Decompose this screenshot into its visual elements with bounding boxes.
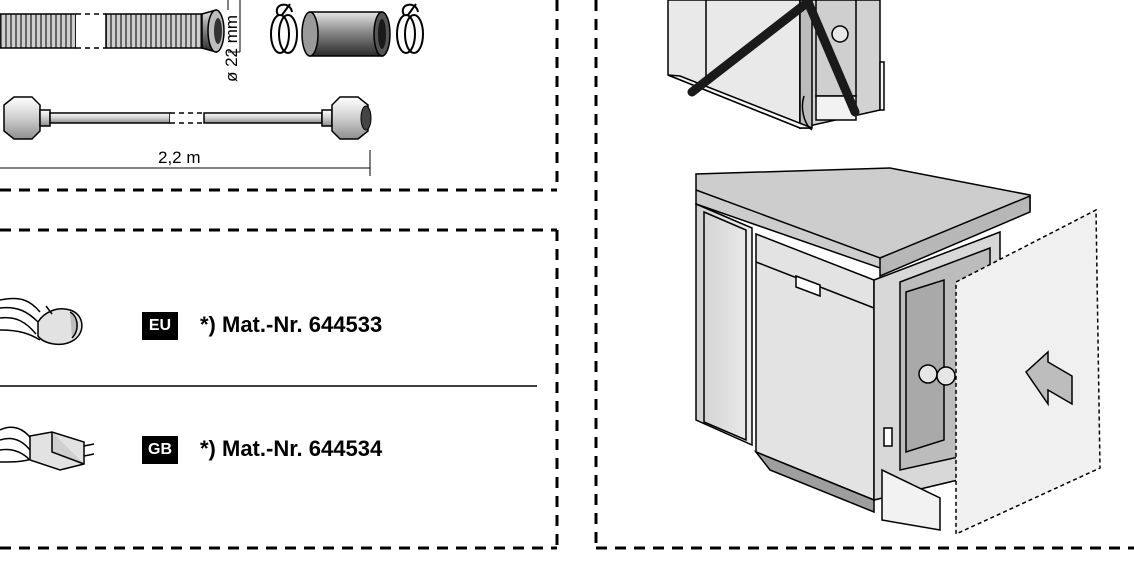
drain-hose-illustration <box>0 0 241 53</box>
eu-power-cord-illustration <box>0 297 83 346</box>
length-label: 2,2 m <box>158 148 201 167</box>
dashed-frames <box>0 0 1134 550</box>
mat-number-eu: *) Mat.-Nr. 644533 <box>200 312 383 337</box>
dishwasher-lever-illustration <box>667 0 885 131</box>
hose-clamps <box>270 3 424 54</box>
mat-number-gb: *) Mat.-Nr. 644534 <box>200 436 383 461</box>
region-badge-eu: EU <box>142 312 178 340</box>
insert-arrow-icon <box>1025 350 1073 407</box>
region-badge-gb: GB <box>142 436 178 464</box>
hose-connector-sleeve <box>301 11 391 57</box>
supply-hose-illustration <box>0 96 372 176</box>
gb-power-cord-illustration <box>0 426 95 471</box>
diameter-label: ø 22 mm <box>222 14 241 82</box>
